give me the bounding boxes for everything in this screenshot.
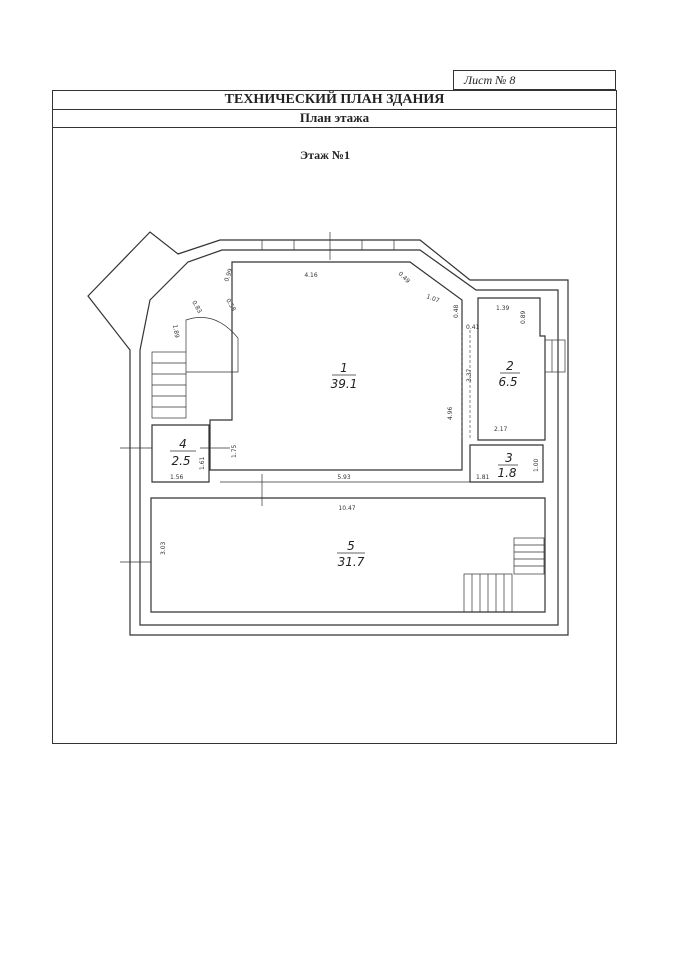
document-frame: ТЕХНИЧЕСКИЙ ПЛАН ЗДАНИЯ План этажа	[52, 90, 617, 744]
dim-1-89: 1.89	[171, 324, 180, 339]
dim-1-75: 1.75	[231, 444, 238, 458]
dim-2-17: 2.17	[494, 426, 508, 433]
room-4-number: 4	[179, 437, 187, 451]
dim-4-96: 4.96	[447, 406, 454, 420]
floor-label: Этаж №1	[300, 148, 350, 162]
stairs-left	[151, 317, 239, 419]
outer-walls	[87, 231, 569, 636]
room-3-number: 3	[505, 451, 513, 465]
room-5	[150, 497, 546, 613]
room-5-area: 31.7	[338, 555, 365, 569]
dim-5-93: 5.93	[337, 474, 351, 481]
dim-3-03: 3.03	[160, 541, 167, 555]
dim-10-47: 10.47	[338, 505, 355, 512]
stairs-right-exterior	[544, 339, 566, 373]
room-2-area: 6.5	[498, 375, 517, 389]
dim-4-16: 4.16	[304, 272, 318, 279]
dim-1-07: 1.07	[425, 293, 440, 304]
document-subtitle: План этажа	[53, 109, 616, 128]
room-3	[469, 444, 544, 483]
dim-1-00: 1.00	[533, 458, 540, 472]
stairs-room5	[463, 537, 545, 613]
dim-0-99: 0.99	[223, 268, 234, 283]
room-5-number: 5	[347, 539, 355, 553]
room-1-area: 39.1	[331, 377, 358, 391]
dim-1-39: 1.39	[496, 305, 510, 312]
dim-1-81: 1.81	[476, 474, 490, 481]
dim-1-61: 1.61	[199, 456, 206, 470]
room-2-number: 2	[506, 359, 514, 373]
dim-0-89: 0.89	[520, 310, 527, 324]
dim-0-83: 0.83	[190, 300, 203, 315]
dim-1-56: 1.56	[170, 474, 184, 481]
windows	[120, 232, 395, 563]
dim-0-48: 0.48	[453, 304, 460, 318]
room-4	[151, 424, 210, 483]
sheet-number: Лист № 8	[453, 70, 616, 90]
room-1-number: 1	[340, 361, 348, 375]
room-2	[461, 297, 546, 441]
dim-3-37: 3.37	[466, 368, 473, 382]
dim-0-49: 0.49	[397, 270, 412, 285]
document-title: ТЕХНИЧЕСКИЙ ПЛАН ЗДАНИЯ	[53, 91, 616, 110]
room-4-area: 2.5	[171, 454, 190, 468]
dim-0-41: 0.41	[466, 324, 480, 331]
room-3-area: 1.8	[497, 466, 516, 480]
dim-0-58: 0.58	[224, 298, 237, 313]
